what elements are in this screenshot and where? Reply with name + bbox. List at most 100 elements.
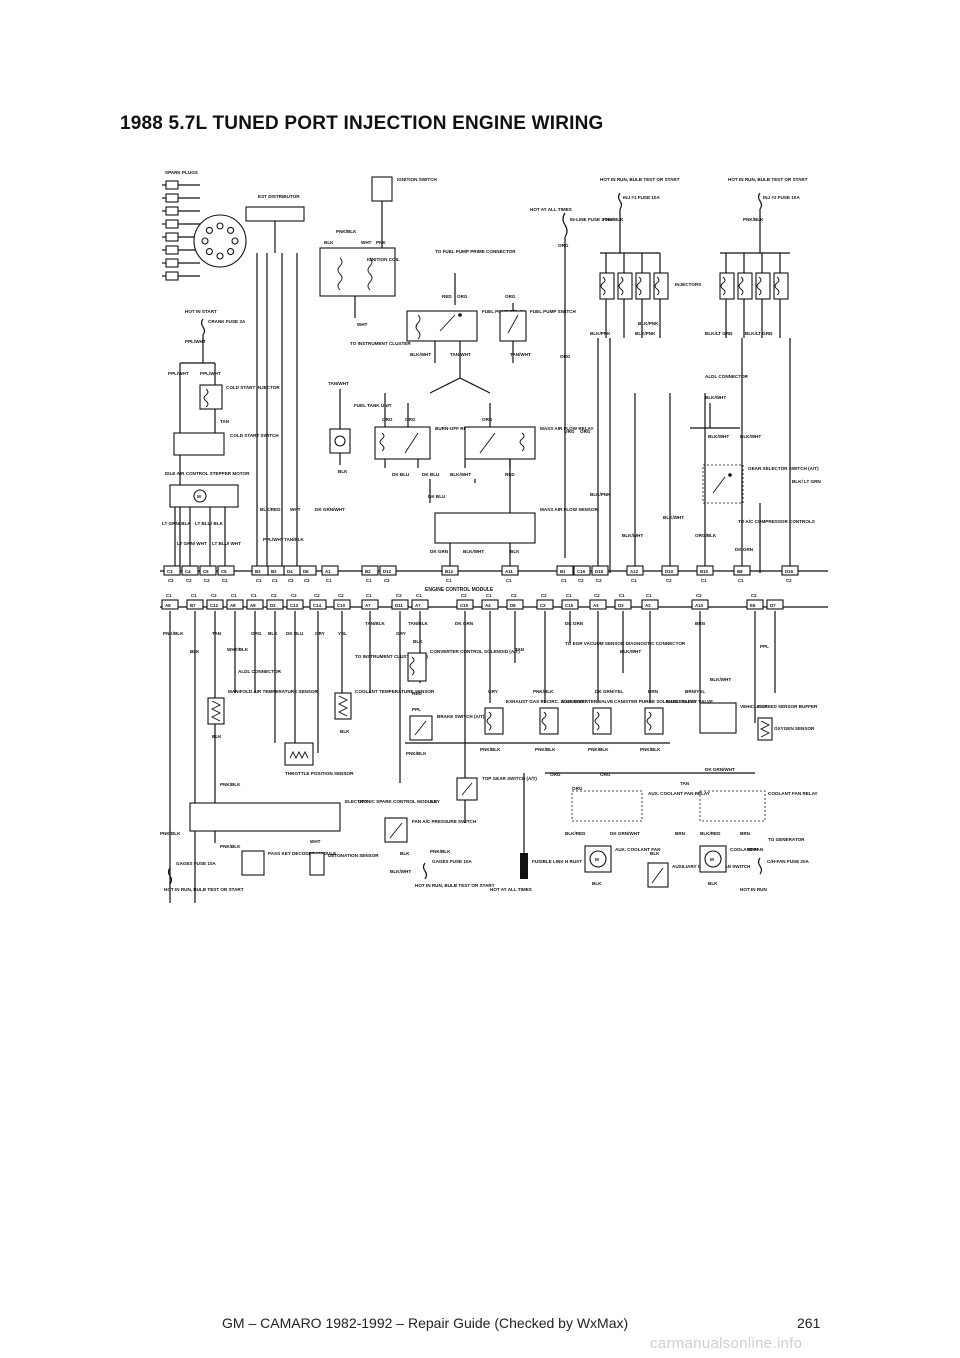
ecm-pin-top: D10	[661, 565, 679, 576]
svg-text:C4: C4	[185, 569, 191, 574]
svg-text:LT GRN/ WHT: LT GRN/ WHT	[177, 541, 207, 546]
distributor-wires: BLK/RED WHT DK GRN/WHT PPL/WHT TAN/BLK	[256, 253, 345, 573]
svg-text:BLK/WHT: BLK/WHT	[463, 549, 484, 554]
svg-text:PNK/BLK: PNK/BLK	[220, 782, 241, 787]
svg-text:WHT: WHT	[357, 322, 368, 327]
aux-coolant-fan: M AUX. COOLANT FAN BLK	[584, 845, 661, 886]
svg-text:A7: A7	[415, 603, 421, 608]
svg-text:ORG: ORG	[405, 417, 416, 422]
ecm-connector-label: C1	[631, 578, 637, 583]
svg-text:B10: B10	[700, 569, 709, 574]
svg-text:DK GRN: DK GRN	[735, 547, 754, 552]
svg-text:DETONATION SENSOR: DETONATION SENSOR	[328, 853, 379, 858]
svg-text:BLK: BLK	[510, 549, 520, 554]
spark-plug-icon	[162, 271, 200, 281]
spark-plug-icon	[162, 206, 200, 216]
esc-module: ELECTRONIC SPARK CONTROL MODULE PNK/BLK …	[160, 782, 437, 844]
svg-text:COOLANT TEMPERATURE SENSOR: COOLANT TEMPERATURE SENSOR	[355, 689, 435, 694]
c-h-fan-fuse: C/H-FAN FUSE 20A HOT IN RUN BRN	[740, 847, 810, 892]
ecm-connector-label: C2	[461, 593, 467, 598]
ecm-pin-bottom: D7	[766, 599, 784, 610]
svg-text:LT GRN/ BLK: LT GRN/ BLK	[162, 521, 191, 526]
ecm-pin-bottom: C16	[561, 599, 579, 610]
top-gear-switch: TOP GEAR SWITCH (A/T) GRY GRY	[358, 776, 537, 804]
egr-solenoid: EXHAUST GAS RECIRC. SOLENOID PNK/BLK	[480, 699, 585, 752]
svg-text:B2: B2	[365, 569, 371, 574]
svg-text:DK GRN: DK GRN	[565, 621, 584, 626]
svg-text:PNK: PNK	[376, 240, 386, 245]
svg-text:BLK/RED: BLK/RED	[700, 831, 721, 836]
ecm-pin-top: A11	[501, 565, 519, 576]
svg-text:DK GRN/YEL: DK GRN/YEL	[595, 689, 624, 694]
ecm-pin-top: D4	[283, 565, 301, 576]
svg-text:BLK: BLK	[212, 734, 222, 739]
svg-text:RED: RED	[442, 294, 452, 299]
ecm-pin-top: C6	[199, 565, 217, 576]
svg-text:BLK/PNK: BLK/PNK	[590, 492, 611, 497]
ecm-pin-bottom: D8	[506, 599, 524, 610]
ecm-pin-bottom: A3	[589, 599, 607, 610]
iac-motor: IDLE AIR CONTROL STEPPER MOTOR M LT GRN/…	[162, 471, 250, 573]
svg-text:RED: RED	[412, 691, 422, 696]
fuel-pump-relay: TO FUEL PUMP PRIME CONNECTOR FUEL PUMP R…	[406, 249, 576, 394]
svg-text:INJ #1 FUSE 10A: INJ #1 FUSE 10A	[623, 195, 660, 200]
ecm-connector-label: C1	[256, 578, 262, 583]
svg-text:A1: A1	[325, 569, 331, 574]
svg-text:ORG: ORG	[482, 417, 493, 422]
svg-text:TO GENERATOR: TO GENERATOR	[768, 837, 805, 842]
page-number: 261	[797, 1315, 821, 1331]
svg-text:TO EGR VACUUM SENSOR DIAGNOSTI: TO EGR VACUUM SENSOR DIAGNOSTIC CONNECTO…	[565, 641, 686, 646]
injector-icon	[599, 253, 615, 338]
svg-text:TOP GEAR SWITCH (A/T): TOP GEAR SWITCH (A/T)	[482, 776, 537, 781]
ecm-connector-label: C2	[291, 593, 297, 598]
aldl-connector-bottom: ALDL CONNECTOR	[238, 669, 282, 674]
svg-text:C3: C3	[167, 569, 173, 574]
svg-text:DK BLU: DK BLU	[286, 631, 304, 636]
ecm-pin-bottom: B7	[186, 599, 204, 610]
svg-text:TO INSTRUMENT CLUSTER: TO INSTRUMENT CLUSTER	[350, 341, 411, 346]
svg-text:ORG: ORG	[600, 772, 611, 777]
ecm-pin-bottom: D11	[391, 599, 409, 610]
ecm-connector-label: C2	[271, 593, 277, 598]
svg-text:TAN: TAN	[515, 647, 525, 652]
svg-text:MANIFOLD AIR TEMPERATURE SENSO: MANIFOLD AIR TEMPERATURE SENSOR	[228, 689, 319, 694]
ecm-connector-label: C2	[314, 593, 320, 598]
svg-text:C13: C13	[290, 603, 299, 608]
svg-text:D7: D7	[770, 603, 776, 608]
svg-text:BLK: BLK	[650, 851, 660, 856]
ecm-pin-top: B2	[267, 565, 285, 576]
svg-text:BLK: BLK	[340, 729, 350, 734]
svg-text:A3: A3	[593, 603, 599, 608]
svg-text:ORG: ORG	[572, 786, 583, 791]
svg-text:ORG: ORG	[580, 429, 591, 434]
svg-text:DK GRN/WHT: DK GRN/WHT	[610, 831, 640, 836]
svg-text:DK GRN: DK GRN	[430, 549, 449, 554]
svg-text:C16: C16	[565, 603, 574, 608]
ecm-connector-label: C1	[326, 578, 332, 583]
canister-purge-valve: CANISTER PURGE SOLENOID VALVE PNK/BLK	[588, 699, 696, 752]
svg-text:ORG: ORG	[457, 294, 468, 299]
svg-text:LT BLU/ BLK: LT BLU/ BLK	[195, 521, 224, 526]
ecm-pin-bottom: A8	[226, 599, 244, 610]
detonation-sensor: DETONATION SENSOR	[309, 852, 379, 876]
ecm-connector-label: C1	[446, 578, 452, 583]
ecm-pin-top: B3	[251, 565, 269, 576]
svg-text:D12: D12	[383, 569, 392, 574]
ecm-connector-label: C1	[561, 578, 567, 583]
svg-text:CANISTER PURGE SOLENOID VALVE: CANISTER PURGE SOLENOID VALVE	[614, 699, 696, 704]
ecm-pin-top: C3	[163, 565, 181, 576]
air-select-valve: A.I.R. SELECT VALVE PNK/BLK	[640, 699, 713, 752]
svg-text:EST DISTRIBUTOR: EST DISTRIBUTOR	[258, 194, 300, 199]
svg-text:BLK/WHT: BLK/WHT	[620, 649, 641, 654]
ecm-pin-top: B1	[556, 565, 574, 576]
svg-text:AUX. COOLANT FAN RELAY: AUX. COOLANT FAN RELAY	[648, 791, 710, 796]
ecm-connector-label: C1	[566, 593, 572, 598]
svg-text:BURN-OFF RELAY: BURN-OFF RELAY	[435, 426, 475, 431]
fusible-link: FUSIBLE LINK H RUST HOT AT ALL TIMES	[490, 773, 582, 892]
mat-sensor: MANIFOLD AIR TEMPERATURE SENSOR BLK	[207, 689, 319, 739]
ecm-connector-label: C2	[384, 578, 390, 583]
ecm-connector-label: C2	[168, 578, 174, 583]
svg-text:PNK/BLK: PNK/BLK	[336, 229, 357, 234]
svg-text:HOT IN RUN, BULB TEST OR START: HOT IN RUN, BULB TEST OR START	[164, 887, 244, 892]
svg-text:A12: A12	[630, 569, 639, 574]
